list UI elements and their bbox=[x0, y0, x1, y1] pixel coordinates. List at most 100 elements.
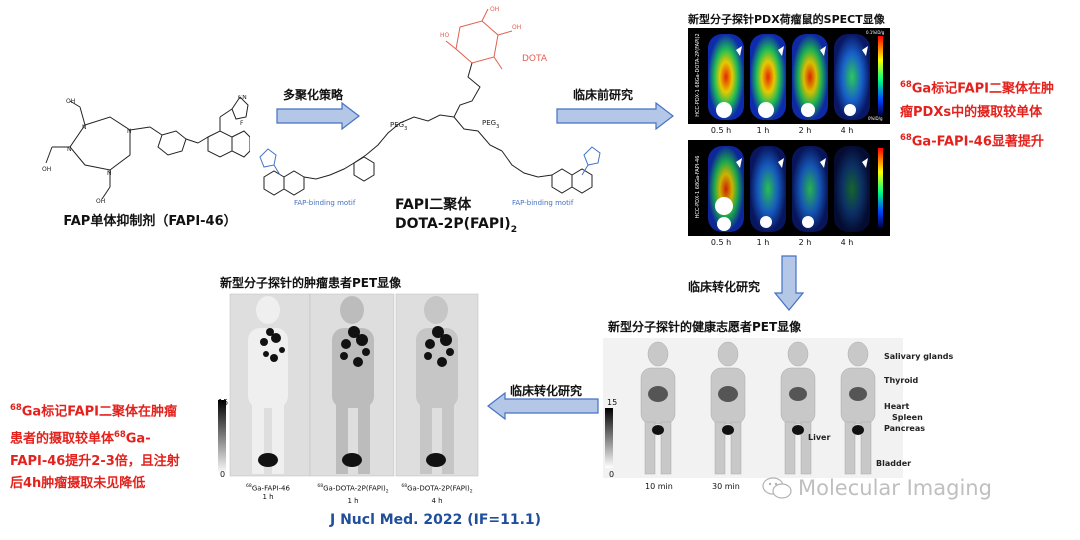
spect-row1-time-1: 0.5 h bbox=[710, 126, 732, 135]
dota-label: DOTA bbox=[522, 54, 548, 64]
spect-row2-time-3: 2 h bbox=[798, 238, 812, 247]
svg-text:HO: HO bbox=[440, 32, 450, 39]
spect-row2-time-1: 0.5 h bbox=[710, 238, 732, 247]
preclinical-note-line2: 瘤PDXs中的摄取较单体 bbox=[900, 105, 1043, 121]
arrow3-down-arrow bbox=[774, 255, 804, 311]
svg-text:OH: OH bbox=[66, 98, 75, 105]
wechat-icon bbox=[762, 477, 792, 499]
patient-pet-svg bbox=[218, 293, 479, 477]
preclinical-note-line3: 68Ga-FAPI-46显著提升 bbox=[900, 125, 1054, 154]
svg-text:N: N bbox=[107, 170, 112, 177]
clinical-note-sup2: 68 bbox=[114, 429, 126, 440]
clinical-note-line4: 后4h肿瘤摄取未见降低 bbox=[10, 475, 146, 491]
healthy-scale-top: 15 bbox=[607, 398, 618, 407]
svg-text:OH: OH bbox=[96, 198, 105, 205]
organ-label-liver: Liver bbox=[808, 433, 831, 442]
spect-scale-bottom: 0%ID/g bbox=[868, 116, 883, 121]
spect-row1-svg bbox=[708, 34, 883, 120]
patient-panel2-label: 68Ga-DOTA-2P(FAPI)2 1 h bbox=[308, 482, 398, 506]
watermark: Molecular Imaging bbox=[762, 476, 992, 500]
clinical-note-text2b: Ga- bbox=[125, 431, 151, 447]
preclinical-note: 68Ga标记FAPI二聚体在肿 瘤PDXs中的摄取较单体 68Ga-FAPI-4… bbox=[900, 72, 1054, 155]
organ-label-salivary: Salivary glands bbox=[884, 352, 954, 361]
clinical-note-sup: 68 bbox=[10, 402, 22, 412]
svg-text:OH: OH bbox=[490, 6, 499, 13]
spect-scale-top: 0.1%ID/g bbox=[866, 30, 885, 35]
peg-right-sub: 3 bbox=[496, 124, 499, 130]
healthy-time-1: 10 min bbox=[645, 482, 673, 491]
patient-panel1-sup: 68 bbox=[246, 484, 252, 489]
spect-row1-time-2: 1 h bbox=[756, 126, 770, 135]
healthy-scale-bottom: 0 bbox=[609, 470, 615, 479]
organ-label-heart: Heart bbox=[884, 402, 910, 411]
patient-scale-top: 15 bbox=[218, 398, 229, 407]
svg-text:CN: CN bbox=[238, 95, 247, 101]
svg-text:OH: OH bbox=[42, 166, 51, 173]
arrow2-label: 临床前研究 bbox=[573, 88, 634, 102]
healthy-pet-images bbox=[603, 338, 903, 478]
patient-panel3-sup: 68 bbox=[401, 484, 408, 489]
healthy-time-2: 30 min bbox=[712, 482, 740, 491]
organ-label-bladder: Bladder bbox=[876, 459, 912, 468]
organ-label-thyroid: Thyroid bbox=[884, 376, 919, 385]
patient-panel2-agent: 68Ga-DOTA-2P(FAPI)2 bbox=[308, 482, 398, 497]
patient-panel3-sub: 2 bbox=[469, 489, 473, 495]
svg-text:N: N bbox=[127, 128, 132, 135]
svg-text:PEG3: PEG3 bbox=[390, 121, 407, 132]
motif-right-label: FAP-binding motif bbox=[512, 199, 574, 207]
organ-label-pancreas: Pancreas bbox=[884, 424, 926, 433]
spect-row2-time-2: 1 h bbox=[756, 238, 770, 247]
patient-title: 新型分子探针的肿瘤患者PET显像 bbox=[220, 276, 402, 290]
patient-panel2-time: 1 h bbox=[347, 496, 359, 505]
spect-row2-time-4: 4 h bbox=[840, 238, 854, 247]
spect-row2-label: HCC-PDX-1 68Ga-FAPI-46 bbox=[695, 155, 701, 219]
peg-left-label: PEG bbox=[390, 121, 404, 129]
dimer-caption-line1: FAPI二聚体 bbox=[395, 197, 472, 213]
dimer-caption-line2: DOTA-2P(FAPI) bbox=[395, 216, 511, 232]
arrow2-right-arrow bbox=[556, 102, 674, 130]
dimer-caption: FAPI二聚体 DOTA-2P(FAPI)2 bbox=[395, 196, 517, 240]
preclinical-note-line1: 68Ga标记FAPI二聚体在肿 bbox=[900, 72, 1054, 101]
patient-panel1-label: 68Ga-FAPI-46 1 h bbox=[228, 482, 308, 502]
peg-right-label: PEG bbox=[482, 119, 496, 127]
preclinical-note-sup: 68 bbox=[900, 79, 912, 89]
spect-row1-images bbox=[688, 28, 890, 124]
clinical-note-line2: 患者的摄取较单体68Ga- bbox=[10, 423, 180, 450]
patient-panel3-time: 4 h bbox=[431, 496, 443, 505]
patient-panel1-agent: 68Ga-FAPI-46 bbox=[228, 482, 308, 493]
spect-row1-time-3: 2 h bbox=[798, 126, 812, 135]
spect-title: 新型分子探针PDX荷瘤鼠的SPECT显像 bbox=[688, 13, 885, 26]
peg-left-sub: 3 bbox=[404, 126, 407, 132]
spect-row1-time-4: 4 h bbox=[840, 126, 854, 135]
clinical-note-text2a: 患者的摄取较单体 bbox=[10, 431, 115, 447]
patient-panel3-agent: 68Ga-DOTA-2P(FAPI)2 bbox=[392, 482, 482, 497]
spect-row1-label: HCC-PDX-1 68Ga-DOTA-2P(FAPI)2 bbox=[695, 33, 701, 117]
arrow4-left-arrow bbox=[487, 392, 599, 420]
patient-panel2-sub: 2 bbox=[385, 489, 389, 495]
patient-scale-bottom: 0 bbox=[220, 470, 226, 479]
healthy-title: 新型分子探针的健康志愿者PET显像 bbox=[608, 320, 802, 334]
watermark-text: Molecular Imaging bbox=[798, 476, 992, 500]
arrow1-right-arrow bbox=[276, 102, 360, 130]
preclinical-note-text3: Ga-FAPI-46显著提升 bbox=[911, 134, 1044, 150]
patient-panel3-name: Ga-DOTA-2P(FAPI) bbox=[407, 484, 470, 493]
patient-panel2-name: Ga-DOTA-2P(FAPI) bbox=[323, 484, 386, 493]
patient-panel1-time: 1 h bbox=[262, 493, 274, 502]
patient-panel3-label: 68Ga-DOTA-2P(FAPI)2 4 h bbox=[392, 482, 482, 506]
clinical-note-line1: 68Ga标记FAPI二聚体在肿瘤 bbox=[10, 396, 180, 423]
dimer-caption-line2-wrap: DOTA-2P(FAPI)2 bbox=[395, 215, 517, 240]
svg-text:N: N bbox=[67, 146, 72, 153]
patient-pet-images bbox=[216, 292, 480, 478]
patient-panel2-sup: 68 bbox=[317, 484, 324, 489]
patient-panel1-name: Ga-FAPI-46 bbox=[251, 484, 290, 493]
svg-text:OH: OH bbox=[512, 24, 521, 31]
arrow3-label: 临床转化研究 bbox=[688, 280, 761, 294]
dimer-caption-sub: 2 bbox=[510, 224, 518, 235]
arrow4-label: 临床转化研究 bbox=[510, 384, 583, 398]
healthy-pet-svg bbox=[605, 341, 876, 475]
svg-text:N: N bbox=[82, 124, 87, 131]
monomer-caption: FAP单体抑制剂（FAPI-46） bbox=[63, 214, 237, 229]
motif-left-label: FAP-binding motif bbox=[294, 199, 356, 207]
spect-row2-images bbox=[688, 140, 890, 236]
